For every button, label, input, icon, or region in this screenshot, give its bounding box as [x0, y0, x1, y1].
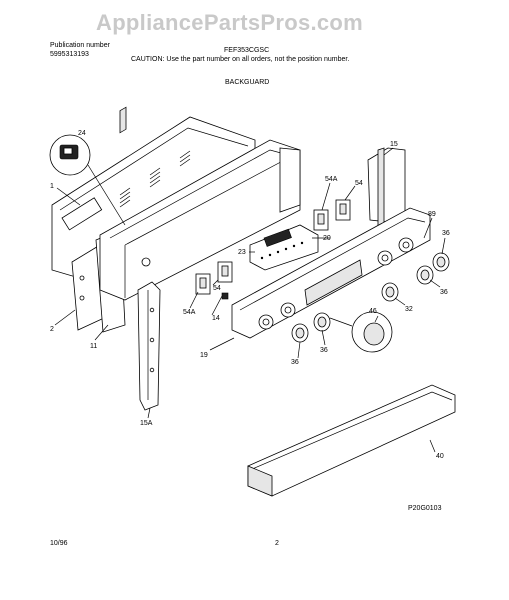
watermark: AppliancePartsPros.com: [96, 10, 364, 35]
publication-number: 5995313193: [50, 51, 89, 58]
callout-32: 32: [405, 306, 413, 313]
callout-11: 11: [90, 343, 98, 350]
right-bracket: [367, 147, 406, 233]
callout-23: 23: [238, 249, 246, 256]
bottom-trim: [247, 384, 456, 497]
model-number: FEF353CGSC: [224, 47, 270, 54]
callout-36-b: 36: [440, 289, 448, 296]
callout-20: 20: [323, 235, 331, 242]
callout-14: 14: [212, 315, 220, 322]
footer-date: 10/96: [50, 540, 68, 547]
publication-label: Publication number: [50, 42, 110, 49]
callout-1: 1: [50, 183, 54, 190]
callout-24: 24: [78, 130, 86, 137]
callout-36-d: 36: [291, 359, 299, 366]
callout-2: 2: [50, 326, 54, 333]
callout-36-a: 36: [442, 230, 450, 237]
timer-module: [249, 224, 319, 271]
callout-54-bottom: 54: [213, 285, 221, 292]
footer-page: 2: [275, 540, 279, 547]
callout-36-c: 36: [320, 347, 328, 354]
callout-54a-top: 54A: [325, 176, 338, 183]
control-panel: [231, 207, 431, 339]
backguard-shell: [99, 139, 301, 301]
diagram-code: P20G0103: [408, 505, 442, 512]
callout-15: 15: [390, 141, 398, 148]
switch-detail: [49, 134, 126, 226]
callout-54a-bottom: 54A: [183, 309, 196, 316]
callout-46: 46: [369, 308, 377, 315]
callout-19: 19: [200, 352, 208, 359]
knobs: [291, 252, 450, 353]
callout-40: 40: [436, 453, 444, 460]
leader-lines: [54, 147, 446, 453]
callout-89: 89: [428, 211, 436, 218]
top-switches: [313, 199, 351, 231]
caution-text: CAUTION: Use the part number on all orde…: [131, 56, 350, 63]
callout-54-top: 54: [355, 180, 363, 187]
left-support-15a: [137, 281, 161, 411]
callout-15a: 15A: [140, 420, 153, 427]
section-title: BACKGUARD: [225, 79, 270, 86]
bottom-switches: [195, 261, 233, 300]
